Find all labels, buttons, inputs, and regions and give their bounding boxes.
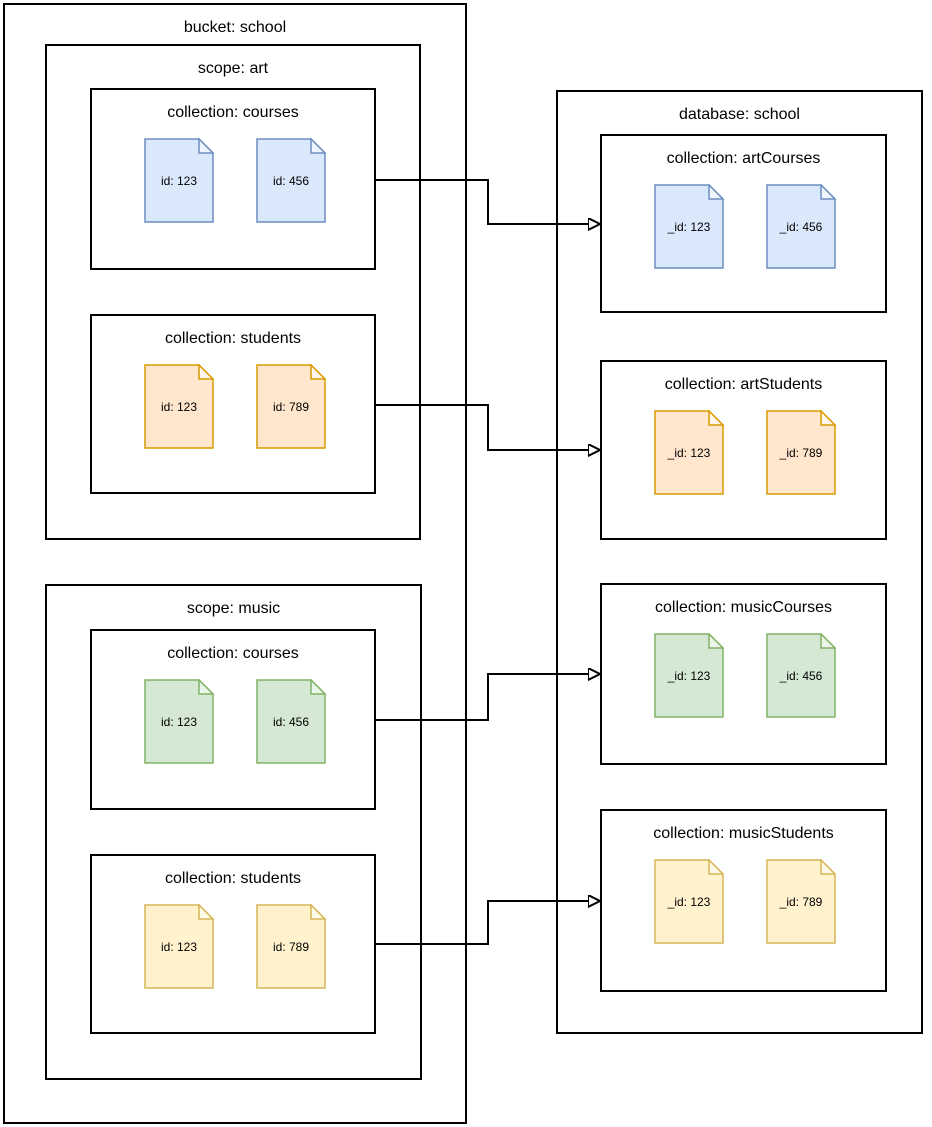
document-icon	[654, 184, 724, 269]
document-icon	[144, 904, 214, 989]
scope-art-title: scope: art	[197, 60, 269, 77]
document-id: _id: 123	[667, 445, 711, 460]
document: _id: 123	[654, 410, 724, 495]
collection-music-students-box: collection: students id: 123 id: 789	[90, 854, 376, 1034]
collection-title: collection: courses	[167, 104, 299, 121]
document-icon	[256, 904, 326, 989]
document: id: 789	[256, 364, 326, 449]
document-id: id: 123	[160, 714, 198, 729]
collection-title: collection: artStudents	[664, 376, 823, 393]
document: _id: 123	[654, 859, 724, 944]
document-icon	[766, 184, 836, 269]
collection-musiccourses-box: collection: musicCourses _id: 123 _id: 4…	[600, 583, 887, 765]
document-id: id: 789	[272, 399, 310, 414]
document: _id: 123	[654, 633, 724, 718]
collection-musicstudents-box: collection: musicStudents _id: 123 _id: …	[600, 809, 887, 992]
document-id: id: 123	[160, 173, 198, 188]
collection-art-courses-box: collection: courses id: 123 id: 456	[90, 88, 376, 270]
collection-title: collection: musicStudents	[653, 825, 834, 842]
document-icon	[256, 679, 326, 764]
document: _id: 789	[766, 859, 836, 944]
database-title: database: school	[679, 106, 800, 123]
document-icon	[766, 410, 836, 495]
document: id: 123	[144, 904, 214, 989]
collection-art-students-box: collection: students id: 123 id: 789	[90, 314, 376, 494]
collection-title: collection: artCourses	[666, 150, 821, 167]
document-icon	[144, 138, 214, 223]
document-id: _id: 123	[667, 668, 711, 683]
document-icon	[766, 633, 836, 718]
document-id: id: 123	[160, 399, 198, 414]
document-id: _id: 456	[779, 219, 823, 234]
document-id: id: 456	[272, 173, 310, 188]
collection-title: collection: musicCourses	[655, 599, 832, 616]
document-icon	[256, 364, 326, 449]
collection-artstudents-box: collection: artStudents _id: 123 _id: 78…	[600, 360, 887, 540]
document-icon	[654, 859, 724, 944]
collection-music-courses-box: collection: courses id: 123 id: 456	[90, 629, 376, 810]
document-icon	[654, 410, 724, 495]
document-icon	[144, 679, 214, 764]
document-id: id: 456	[272, 714, 310, 729]
document: _id: 456	[766, 184, 836, 269]
document: id: 456	[256, 138, 326, 223]
document: id: 123	[144, 679, 214, 764]
collection-title: collection: students	[164, 870, 302, 887]
scope-music-title: scope: music	[186, 600, 281, 617]
document: id: 123	[144, 364, 214, 449]
bucket-title: bucket: school	[183, 19, 287, 36]
document-id: _id: 789	[779, 445, 823, 460]
document-icon	[256, 138, 326, 223]
document: id: 456	[256, 679, 326, 764]
document-id: _id: 123	[667, 894, 711, 909]
document: _id: 789	[766, 410, 836, 495]
document-icon	[144, 364, 214, 449]
document-id: id: 789	[272, 939, 310, 954]
document-id: id: 123	[160, 939, 198, 954]
document: id: 789	[256, 904, 326, 989]
document: _id: 456	[766, 633, 836, 718]
document-icon	[766, 859, 836, 944]
collection-artcourses-box: collection: artCourses _id: 123 _id: 456	[600, 134, 887, 313]
document: _id: 123	[654, 184, 724, 269]
document-id: _id: 123	[667, 219, 711, 234]
collection-title: collection: students	[164, 330, 302, 347]
document: id: 123	[144, 138, 214, 223]
document-id: _id: 456	[779, 668, 823, 683]
document-icon	[654, 633, 724, 718]
collection-title: collection: courses	[167, 645, 299, 662]
document-id: _id: 789	[779, 894, 823, 909]
